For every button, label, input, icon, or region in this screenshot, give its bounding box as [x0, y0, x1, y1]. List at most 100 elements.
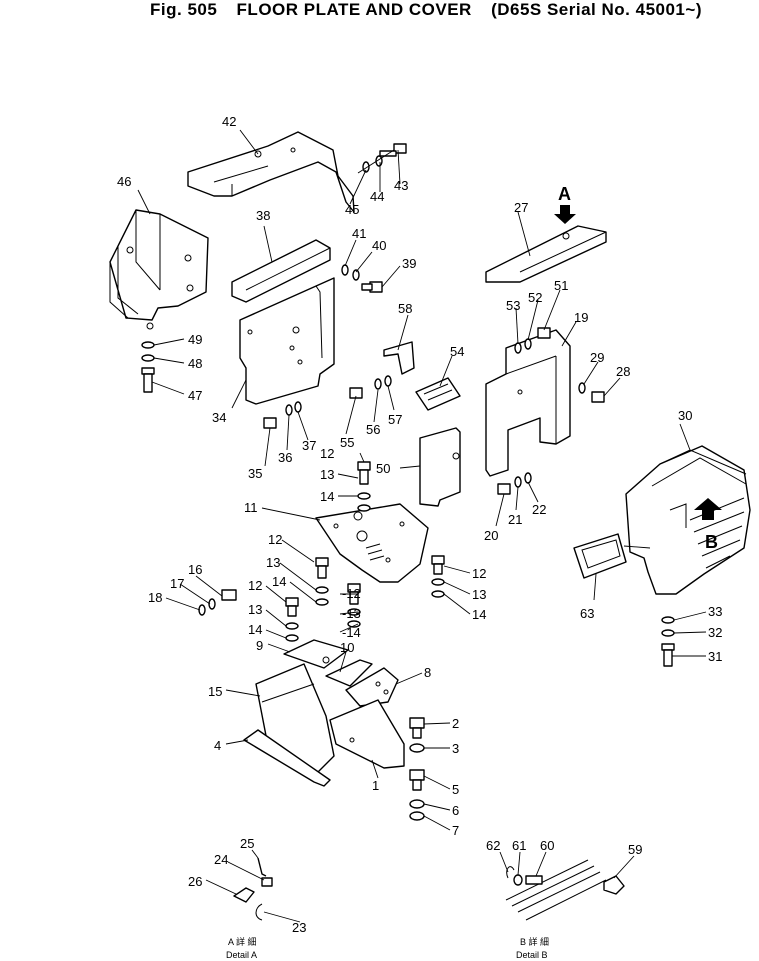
callout: 33	[708, 604, 722, 619]
callout: 13	[248, 602, 262, 617]
fastener-20-22	[497, 472, 532, 495]
callout: 59	[628, 842, 642, 857]
part-19-bracket	[485, 329, 571, 477]
callout: -12	[342, 586, 361, 601]
callout: 1	[372, 778, 379, 793]
callout: 36	[278, 450, 292, 465]
callout: 32	[708, 625, 722, 640]
callout: 4	[214, 738, 221, 753]
part-42-bracket	[187, 131, 355, 213]
callout: 58	[398, 301, 412, 316]
view-arrow-a: A	[554, 184, 576, 224]
callout: 13	[266, 555, 280, 570]
callout: 61	[512, 838, 526, 853]
fastener-12-14-right	[431, 555, 445, 598]
detail-a-drawing	[233, 857, 273, 921]
callout: 14	[320, 489, 334, 504]
callout: 46	[117, 174, 131, 189]
callout: 18	[148, 590, 162, 605]
part-63-plate	[573, 533, 627, 579]
callout: 17	[170, 576, 184, 591]
callout: 14	[472, 607, 486, 622]
part-11-floor-plate	[315, 503, 429, 583]
figure-serial: (D65S Serial No. 45001~)	[491, 0, 702, 19]
callout: 27	[514, 200, 528, 215]
part-46-guard	[109, 209, 209, 330]
callout: 21	[508, 512, 522, 527]
fastener-12-14-top	[357, 461, 371, 512]
callout: 52	[528, 290, 542, 305]
callout: 15	[208, 684, 222, 699]
callout: 29	[590, 350, 604, 365]
part-30-hood: B	[625, 445, 751, 595]
callout: 44	[370, 189, 384, 204]
callout: 28	[616, 364, 630, 379]
detail-a-jp-label: A 詳 細	[228, 936, 257, 947]
callout: 12	[320, 446, 334, 461]
callout: 37	[302, 438, 316, 453]
callout: 62	[486, 838, 500, 853]
part-50-panel	[419, 427, 461, 507]
callout: 34	[212, 410, 226, 425]
part-9-plate	[283, 639, 349, 669]
callout: 40	[372, 238, 386, 253]
callout: 43	[394, 178, 408, 193]
callout: 39	[402, 256, 416, 271]
callout: 35	[248, 466, 262, 481]
callout: 19	[574, 310, 588, 325]
part-38-cover	[231, 239, 331, 303]
callout: 11	[244, 500, 258, 515]
callout: 38	[256, 208, 270, 223]
callout: 24	[214, 852, 228, 867]
callout: 47	[188, 388, 202, 403]
callout: -14	[342, 625, 361, 640]
leader-lines	[137, 129, 707, 923]
callout: 14	[272, 574, 286, 589]
detail-b-en-label: Detail B	[516, 950, 548, 960]
callout: 5	[452, 782, 459, 797]
callout: 51	[554, 278, 568, 293]
callout: 14	[248, 622, 262, 637]
callout: 6	[452, 803, 459, 818]
figure-title: Fig. 505 FLOOR PLATE AND COVER (D65S Ser…	[150, 0, 716, 20]
callout: 23	[292, 920, 306, 935]
fastener-28-29	[578, 382, 605, 403]
part-4-strip	[243, 729, 331, 787]
detail-b-jp-label: B 詳 細	[520, 936, 549, 947]
callout: 30	[678, 408, 692, 423]
fastener-35-37	[263, 401, 302, 429]
detail-a-en-label: Detail A	[226, 950, 257, 960]
part-34-plate	[239, 277, 335, 405]
callout: 41	[352, 226, 366, 241]
part-54-block	[415, 377, 461, 411]
view-label-b: B	[705, 532, 718, 552]
callout: 12	[248, 578, 262, 593]
fastener-55-57	[349, 375, 392, 399]
callout: 12	[472, 566, 486, 581]
callout: 26	[188, 874, 202, 889]
callout: 50	[376, 461, 390, 476]
fastener-31-33	[661, 616, 675, 667]
callout: 56	[366, 422, 380, 437]
part-10-plate	[325, 659, 373, 687]
callout: 9	[256, 638, 263, 653]
callout-labels: 42 43 44 45 46 49 48 47 38 34 39 40 41 3…	[117, 114, 722, 935]
callout: 13	[472, 587, 486, 602]
fastener-51-53	[514, 327, 551, 354]
callout: 7	[452, 823, 459, 838]
fastener-47-49	[141, 341, 155, 393]
callout: 2	[452, 716, 459, 731]
callout: 10	[340, 640, 354, 655]
fastener-2-7	[409, 717, 425, 821]
fastener-43-45	[357, 143, 407, 174]
part-27-cover	[485, 225, 607, 283]
callout: 31	[708, 649, 722, 664]
view-label-a: A	[558, 184, 571, 204]
fastener-39-41	[341, 264, 383, 293]
figure-number: Fig. 505	[150, 0, 218, 19]
callout: 49	[188, 332, 202, 347]
callout: 57	[388, 412, 402, 427]
figure-name: FLOOR PLATE AND COVER	[236, 0, 472, 19]
callout: 55	[340, 435, 354, 450]
